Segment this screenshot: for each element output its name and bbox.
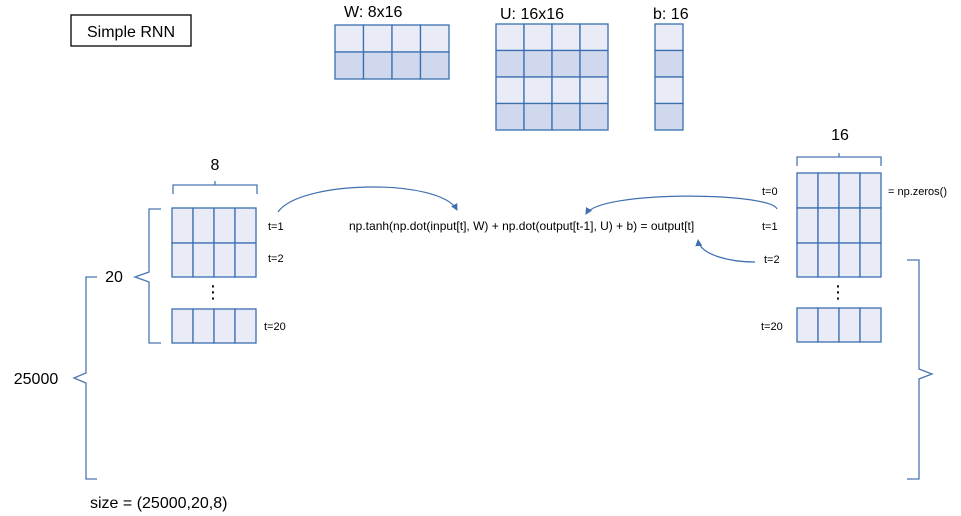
matrix-cell xyxy=(579,102,609,131)
matrix-cell xyxy=(391,24,422,53)
output-row-t0 xyxy=(796,172,882,209)
output-time-label-t2: t=2 xyxy=(764,254,780,266)
output-ellipsis: ⋮ xyxy=(829,282,847,302)
input-width-label: 8 xyxy=(211,157,220,174)
input-width-brace xyxy=(172,181,258,194)
matrix-cell xyxy=(796,242,819,278)
output-row-t20 xyxy=(796,307,882,343)
matrix-cell xyxy=(579,76,609,105)
title-box: Simple RNN xyxy=(70,14,192,47)
w-matrix xyxy=(334,24,450,80)
matrix-cell xyxy=(192,308,215,344)
output-row-t2 xyxy=(796,242,882,278)
w-matrix-label: W: 8x16 xyxy=(344,4,403,21)
matrix-cell xyxy=(334,24,365,53)
matrix-cell xyxy=(523,102,553,131)
matrix-cell xyxy=(495,102,525,131)
matrix-cell xyxy=(654,23,684,52)
matrix-cell xyxy=(234,242,257,278)
matrix-cell xyxy=(334,51,365,80)
output-time-label-t0: t=0 xyxy=(762,186,778,198)
input-row-t2 xyxy=(171,242,257,278)
matrix-cell xyxy=(796,207,819,244)
prev-output-to-formula-arrow xyxy=(585,195,778,215)
matrix-cell xyxy=(796,307,819,343)
steps-label: 20 xyxy=(105,269,123,286)
matrix-cell xyxy=(213,308,236,344)
matrix-cell xyxy=(362,24,393,53)
matrix-cell xyxy=(192,207,215,244)
matrix-cell xyxy=(838,307,861,343)
matrix-cell xyxy=(654,102,684,131)
output-batch-brace xyxy=(907,259,934,480)
diagram-title: Simple RNN xyxy=(87,24,175,41)
matrix-cell xyxy=(838,242,861,278)
matrix-cell xyxy=(838,172,861,209)
matrix-cell xyxy=(817,207,840,244)
input-to-formula-arrow xyxy=(277,186,458,213)
matrix-cell xyxy=(838,207,861,244)
matrix-cell xyxy=(796,172,819,209)
matrix-cell xyxy=(495,76,525,105)
matrix-cell xyxy=(234,207,257,244)
matrix-cell xyxy=(859,207,882,244)
output-time-label-t20: t=20 xyxy=(761,321,783,333)
matrix-cell xyxy=(551,49,581,78)
matrix-cell xyxy=(523,23,553,52)
zeros-init-label: = np.zeros() xyxy=(888,186,947,198)
matrix-cell xyxy=(523,76,553,105)
u-matrix-label: U: 16x16 xyxy=(500,6,564,23)
formula-to-output-arrow xyxy=(695,239,756,263)
u-matrix xyxy=(495,23,609,131)
matrix-cell xyxy=(171,207,194,244)
matrix-cell xyxy=(817,172,840,209)
matrix-cell xyxy=(495,23,525,52)
input-time-label-t1: t=1 xyxy=(268,221,284,233)
batch-label: 25000 xyxy=(14,371,59,388)
input-time-label-t2: t=2 xyxy=(268,253,284,265)
matrix-cell xyxy=(362,51,393,80)
input-row-t1 xyxy=(171,207,257,244)
matrix-cell xyxy=(171,242,194,278)
matrix-cell xyxy=(579,49,609,78)
matrix-cell xyxy=(523,49,553,78)
matrix-cell xyxy=(654,76,684,105)
input-row-t20 xyxy=(171,308,257,344)
matrix-cell xyxy=(551,23,581,52)
matrix-cell xyxy=(391,51,422,80)
steps-brace xyxy=(133,208,161,344)
matrix-cell xyxy=(419,51,450,80)
matrix-cell xyxy=(817,307,840,343)
matrix-cell xyxy=(551,102,581,131)
output-width-label: 16 xyxy=(831,127,849,144)
matrix-cell xyxy=(859,242,882,278)
matrix-cell xyxy=(859,307,882,343)
matrix-cell xyxy=(213,242,236,278)
matrix-cell xyxy=(192,242,215,278)
input-time-label-t20: t=20 xyxy=(264,321,286,333)
matrix-cell xyxy=(654,49,684,78)
output-width-brace xyxy=(796,153,882,166)
matrix-cell xyxy=(419,24,450,53)
formula-text: np.tanh(np.dot(input[t], W) + np.dot(out… xyxy=(349,219,694,233)
matrix-cell xyxy=(171,308,194,344)
b-vector xyxy=(654,23,684,131)
b-vector-label: b: 16 xyxy=(653,6,689,23)
matrix-cell xyxy=(817,242,840,278)
matrix-cell xyxy=(495,49,525,78)
batch-brace xyxy=(72,276,97,480)
matrix-cell xyxy=(859,172,882,209)
output-row-t1 xyxy=(796,207,882,244)
matrix-cell xyxy=(579,23,609,52)
matrix-cell xyxy=(551,76,581,105)
matrix-cell xyxy=(213,207,236,244)
input-ellipsis: ⋮ xyxy=(204,282,222,302)
matrix-cell xyxy=(234,308,257,344)
size-label: size = (25000,20,8) xyxy=(90,495,227,512)
output-time-label-t1: t=1 xyxy=(762,221,778,233)
